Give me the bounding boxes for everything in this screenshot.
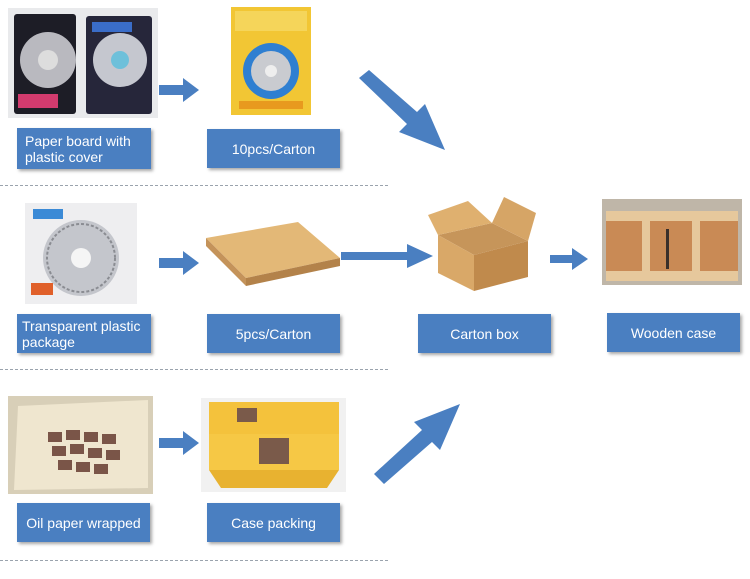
arrow-up-right-icon bbox=[374, 404, 460, 484]
oil-paper-segments-image bbox=[8, 396, 153, 494]
five-pcs-carton-image bbox=[206, 222, 340, 286]
ten-pcs-carton-label: 10pcs/Carton bbox=[207, 129, 340, 168]
arrow-right-icon bbox=[550, 248, 588, 270]
row-separator-3 bbox=[0, 560, 388, 561]
arrow-right-icon bbox=[159, 251, 199, 275]
oil-paper-label: Oil paper wrapped bbox=[17, 503, 150, 542]
carton-box-label: Carton box bbox=[418, 314, 551, 353]
paper-board-label: Paper board with plastic cover bbox=[17, 128, 151, 169]
arrow-down-right-icon bbox=[359, 70, 445, 150]
transparent-plastic-blade-image bbox=[25, 203, 137, 304]
paper-board-blades-image bbox=[8, 8, 158, 118]
arrow-right-icon bbox=[159, 78, 199, 102]
carton-box-image bbox=[428, 193, 538, 293]
row-separator-2 bbox=[0, 369, 388, 370]
row-separator-1 bbox=[0, 185, 388, 186]
ten-pcs-carton-image bbox=[231, 7, 311, 115]
wooden-case-label: Wooden case bbox=[607, 313, 740, 352]
transparent-plastic-label: Transparent plastic package bbox=[17, 314, 151, 353]
five-pcs-carton-label: 5pcs/Carton bbox=[207, 314, 340, 353]
case-packing-label: Case packing bbox=[207, 503, 340, 542]
case-packing-image bbox=[201, 398, 346, 492]
arrow-right-icon bbox=[159, 431, 199, 455]
wooden-case-image bbox=[602, 199, 742, 285]
arrow-right-icon bbox=[341, 244, 433, 268]
